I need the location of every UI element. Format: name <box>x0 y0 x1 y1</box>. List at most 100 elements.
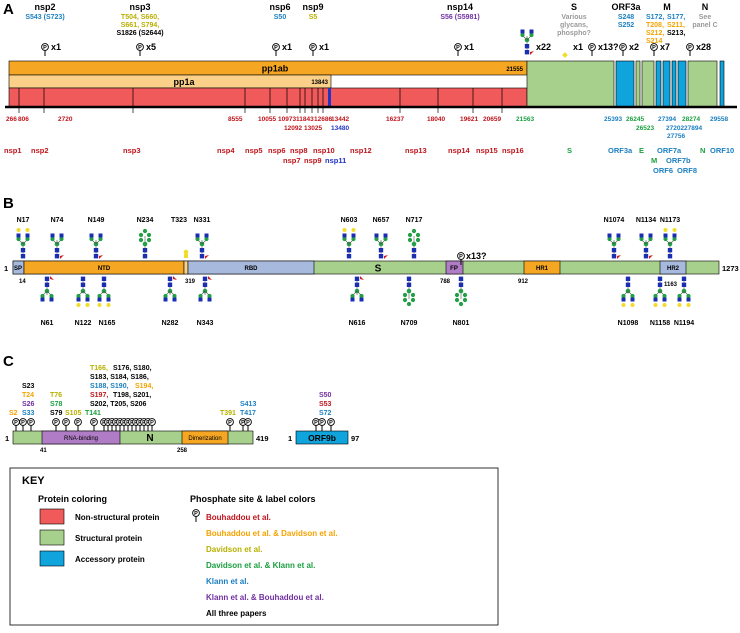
key-paper-bouhaddou-davidson: Bouhaddou et al. & Davidson et al. <box>206 529 338 538</box>
key-paper-bouhaddou: Bouhaddou et al. <box>206 513 271 522</box>
pos-16237: 16237 <box>386 116 404 123</box>
name-nsp16: nsp16 <box>502 146 524 155</box>
glycan-icon <box>96 276 112 308</box>
pos-8555: 8555 <box>228 116 243 123</box>
nsp6-mult: x1 <box>282 42 292 52</box>
glycan-icon <box>662 227 678 259</box>
ntd-rbd-linker <box>183 260 189 275</box>
name-orf3a: ORF3a <box>608 146 633 155</box>
n-site-s194: S194, <box>135 383 153 390</box>
name-nsp13: nsp13 <box>405 146 427 155</box>
site-n709: N709 <box>401 320 418 327</box>
n-end: 419 <box>256 434 269 443</box>
pos-27756: 27756 <box>667 133 685 140</box>
nsp14-name: nsp14 <box>447 2 473 12</box>
glycan-icon <box>620 276 636 308</box>
panel-a-label: A <box>3 1 14 18</box>
name-orf7a: ORF7a <box>657 146 682 155</box>
orf10-block <box>719 60 725 108</box>
nsp14-header: nsp14 S56 (S5981) <box>440 2 479 21</box>
n-start: 1 <box>5 434 9 443</box>
pos-10973: 10973 <box>278 116 296 123</box>
nsp14-mult: x1 <box>464 42 474 52</box>
glycan-icon <box>373 233 389 260</box>
orf7b-block <box>671 60 677 108</box>
name-nsp6: nsp6 <box>268 146 286 155</box>
pos-13025: 13025 <box>304 125 322 132</box>
pos-11843: 11843 <box>296 116 314 123</box>
ntd-label: NTD <box>98 266 111 272</box>
m-mult: x7 <box>660 42 670 52</box>
fp-domain <box>445 260 464 275</box>
m-sites-1b: S177, <box>667 14 685 21</box>
pos-12686: 12686 <box>314 116 332 123</box>
phospho-icon <box>136 43 144 57</box>
glycan-icon <box>138 228 152 259</box>
m-sites-3b: S213, <box>667 30 685 37</box>
name-nsp7: nsp7 <box>283 156 301 165</box>
sp-label: SP <box>14 266 22 272</box>
pos-266: 266 <box>6 116 17 123</box>
n-site-s183-s186: S183, S184, S186, <box>90 374 149 381</box>
nsp9-sites: S5 <box>309 14 318 21</box>
nsp2-sites: S543 (S723) <box>25 14 64 21</box>
rbd-domain <box>187 260 315 275</box>
glycan-icon <box>197 275 213 302</box>
site-n331: N331 <box>194 217 211 224</box>
pos-18040: 18040 <box>427 116 445 123</box>
name-nsp2: nsp2 <box>31 146 49 155</box>
pos-28274: 28274 <box>682 116 700 123</box>
site-n17: N17 <box>17 217 30 224</box>
s-glycan-mult: x22 <box>536 42 551 52</box>
phospho-icon <box>272 43 280 57</box>
key-paper-klann: Klann et al. <box>206 577 249 586</box>
pos-19621: 19621 <box>460 116 478 123</box>
n-site-t391: T391 <box>220 410 236 417</box>
hr2-domain <box>659 260 687 275</box>
glycan-icon <box>454 276 468 307</box>
boundary-ticks <box>18 88 503 113</box>
hr1-label: HR1 <box>536 266 549 272</box>
phospho-icon <box>52 418 60 432</box>
nsp6-name: nsp6 <box>269 2 290 12</box>
pos-1163: 1163 <box>664 282 678 288</box>
site-n165: N165 <box>99 320 116 327</box>
glycan-icon <box>194 233 210 260</box>
phospho-icon <box>650 43 658 57</box>
pos-27394: 27394 <box>658 116 676 123</box>
n-site-s188-s190: S188, S190, <box>90 383 129 390</box>
pos-20659: 20659 <box>483 116 501 123</box>
phospho-icon <box>309 43 317 57</box>
name-nsp11: nsp11 <box>325 156 346 165</box>
pos-806: 806 <box>18 116 29 123</box>
panel-c-label: C <box>3 353 14 370</box>
m-name: M <box>663 2 671 12</box>
glycan-icon <box>39 275 55 302</box>
o-glycan-icon <box>183 249 189 255</box>
name-nsp5: nsp5 <box>245 146 263 155</box>
n-site-t198-s201: T198, S201, <box>113 392 151 399</box>
phospho-icon <box>41 43 49 57</box>
n-pos-41: 41 <box>40 448 47 454</box>
pos-2720: 2720 <box>58 116 73 123</box>
orf9b-start: 1 <box>288 434 292 443</box>
phospho-icon <box>686 43 694 57</box>
name-nsp12: nsp12 <box>350 146 372 155</box>
phospho-icon <box>318 418 326 432</box>
genome-positions: 266 806 2720 8555 10055 10973 11843 1268… <box>6 116 728 140</box>
panel-c: C S23 T24 S26 S2 S33 T76 S78 S79 S105 T1… <box>3 353 359 454</box>
site-n1074: N1074 <box>604 217 625 224</box>
bottom-glycosites: N61 N122 N165 N282 N343 N616 N709 N801 N… <box>39 275 694 327</box>
nsp2-header: nsp2 S543 (S723) <box>25 2 64 21</box>
m-sites-2a: T208, <box>646 22 664 29</box>
phospho-icon <box>12 418 20 432</box>
key-accessory: Accessory protein <box>75 555 145 564</box>
pos-10055: 10055 <box>258 116 276 123</box>
phospho-icon <box>226 418 234 432</box>
n-note-2: panel C <box>692 22 717 29</box>
phospho-icon <box>327 418 335 432</box>
pos-26523: 26523 <box>636 125 654 132</box>
name-nsp10: nsp10 <box>313 146 335 155</box>
n-site-s2: S2 <box>9 410 18 417</box>
